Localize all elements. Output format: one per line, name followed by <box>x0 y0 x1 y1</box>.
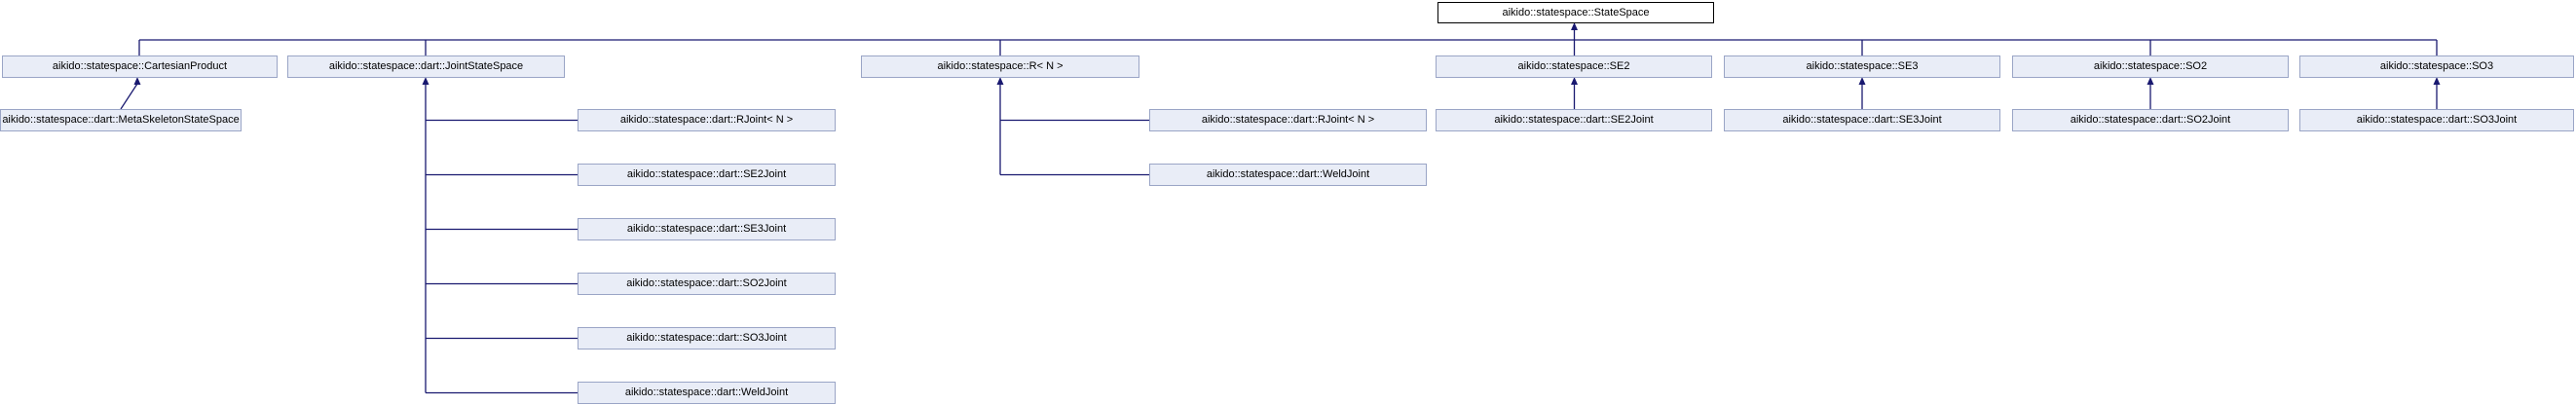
node-so2joint-under-so2[interactable]: aikido::statespace::dart::SO2Joint <box>2012 109 2289 131</box>
node-so2[interactable]: aikido::statespace::SO2 <box>2012 55 2289 78</box>
node-statespace: aikido::statespace::StateSpace <box>1437 2 1714 23</box>
node-rjoint-n-under-r[interactable]: aikido::statespace::dart::RJoint< N > <box>1149 109 1427 131</box>
node-weldjoint-under-r[interactable]: aikido::statespace::dart::WeldJoint <box>1149 164 1427 186</box>
node-metaskeletonstatespace[interactable]: aikido::statespace::dart::MetaSkeletonSt… <box>0 109 242 131</box>
node-cartesianproduct[interactable]: aikido::statespace::CartesianProduct <box>2 55 278 78</box>
node-weldjoint-under-jointstatespace[interactable]: aikido::statespace::dart::WeldJoint <box>578 382 836 404</box>
node-se2joint-under-se2[interactable]: aikido::statespace::dart::SE2Joint <box>1436 109 1712 131</box>
node-so3joint-under-jointstatespace[interactable]: aikido::statespace::dart::SO3Joint <box>578 327 836 350</box>
node-so2joint-under-jointstatespace[interactable]: aikido::statespace::dart::SO2Joint <box>578 273 836 295</box>
node-rjoint-n-under-jointstatespace[interactable]: aikido::statespace::dart::RJoint< N > <box>578 109 836 131</box>
node-se3joint-under-jointstatespace[interactable]: aikido::statespace::dart::SE3Joint <box>578 218 836 240</box>
node-se2[interactable]: aikido::statespace::SE2 <box>1436 55 1712 78</box>
node-se3[interactable]: aikido::statespace::SE3 <box>1724 55 2000 78</box>
node-se3joint-under-se3[interactable]: aikido::statespace::dart::SE3Joint <box>1724 109 2000 131</box>
node-se2joint-under-jointstatespace[interactable]: aikido::statespace::dart::SE2Joint <box>578 164 836 186</box>
node-so3joint-under-so3[interactable]: aikido::statespace::dart::SO3Joint <box>2299 109 2574 131</box>
node-r-n[interactable]: aikido::statespace::R< N > <box>861 55 1139 78</box>
node-jointstatespace[interactable]: aikido::statespace::dart::JointStateSpac… <box>287 55 565 78</box>
node-so3[interactable]: aikido::statespace::SO3 <box>2299 55 2574 78</box>
